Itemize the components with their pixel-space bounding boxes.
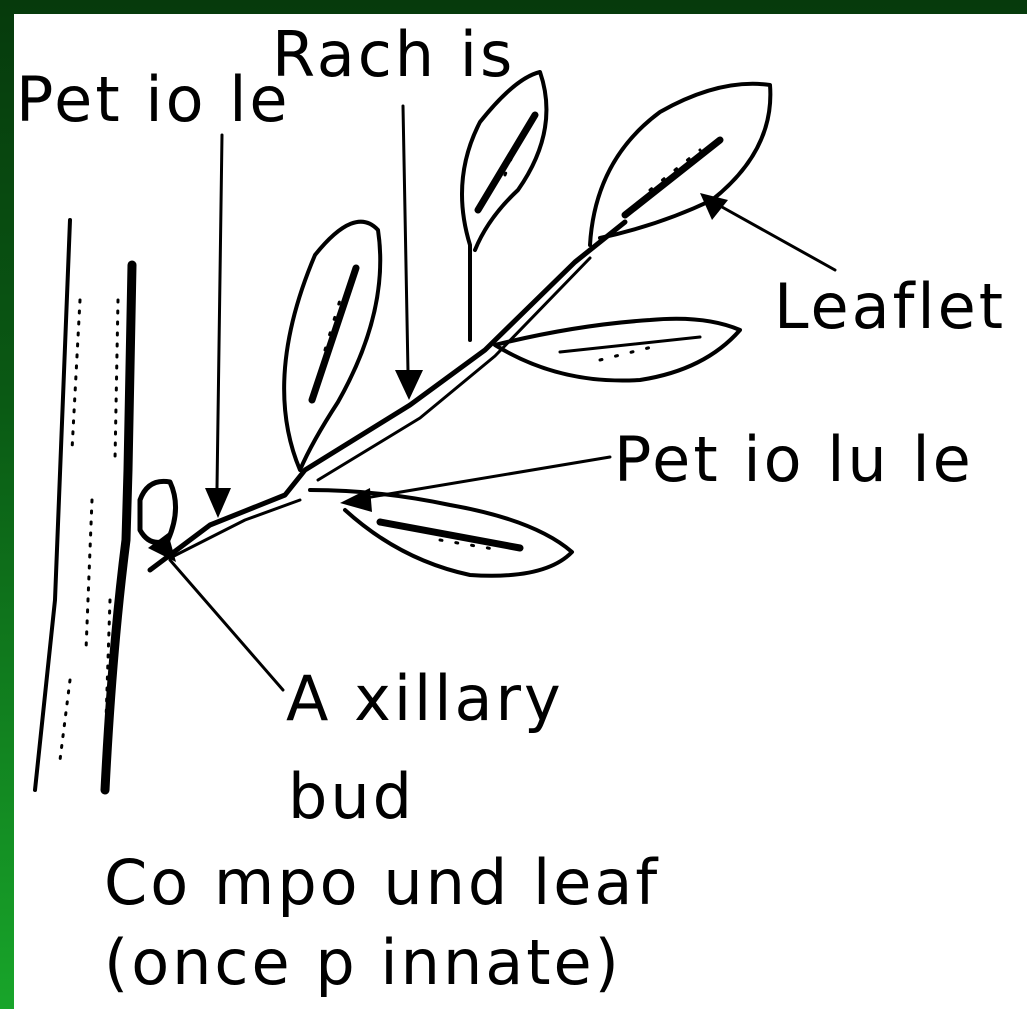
axillary-bud-label-line1: A xillary: [286, 668, 564, 730]
leaflet-upper-right: [590, 84, 770, 245]
diagram-canvas: Pet io le Rach is Leaflet Pet io lu le A…: [14, 14, 1027, 1009]
rachis-label: Rach is: [272, 24, 515, 86]
petiole-label: Pet io le: [16, 69, 291, 131]
leaflet-label: Leaflet: [774, 276, 1006, 338]
axillary-bud: [140, 481, 176, 542]
caption-line1: Co mpo und leaf: [104, 852, 660, 914]
caption-line2: (once p innate): [104, 932, 622, 994]
axillary-bud-label-line2: bud: [288, 766, 415, 828]
pointer-lines: [170, 106, 835, 690]
petiolule-label: Pet io lu le: [614, 429, 974, 491]
leaflet-right: [495, 319, 740, 381]
stem: [35, 220, 132, 790]
arrow-heads: [148, 193, 728, 562]
